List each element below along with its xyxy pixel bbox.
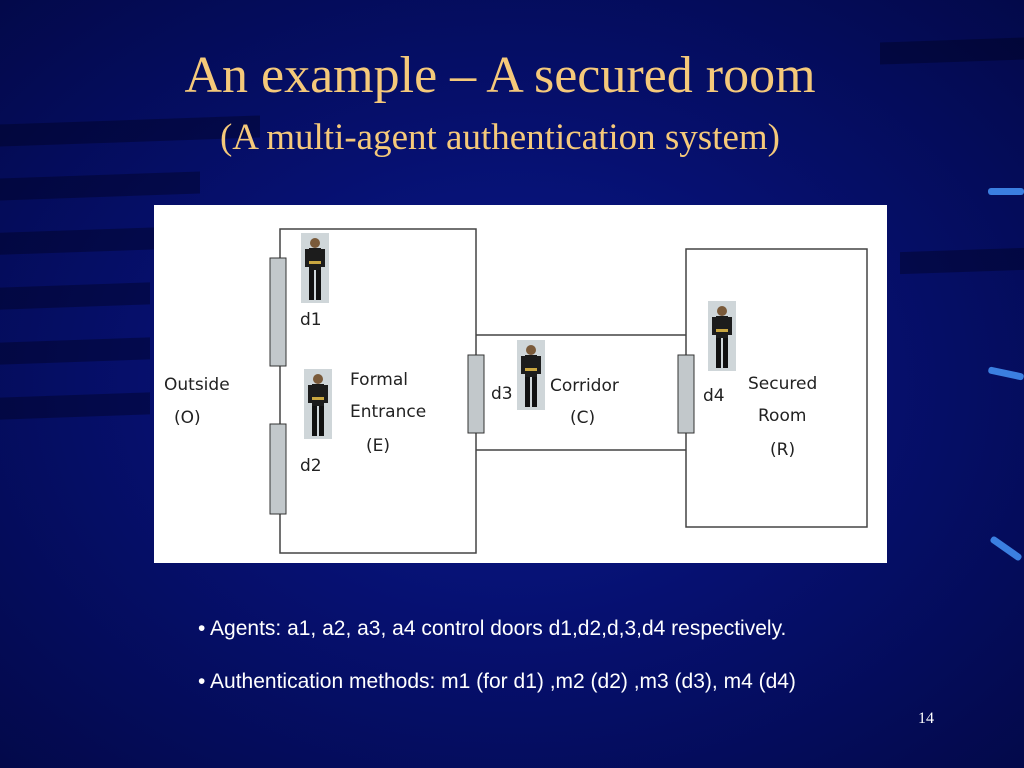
decorative-dash <box>987 366 1024 381</box>
door-label-d1: d1 <box>300 310 322 330</box>
door-label-d3: d3 <box>491 384 513 404</box>
corridor-label: Corridor <box>550 376 619 396</box>
outside-label: Outside <box>164 375 230 395</box>
room-label: Secured <box>748 374 817 394</box>
entrance-label-2: Entrance <box>350 402 426 422</box>
door-d4 <box>677 354 695 434</box>
bullet-list: • Agents: a1, a2, a3, a4 control doors d… <box>198 612 878 718</box>
background-stripe <box>0 392 150 420</box>
room-label-2: Room <box>758 406 806 426</box>
background-stripe <box>0 337 150 365</box>
corridor-code: (C) <box>570 408 595 428</box>
room-code: (R) <box>770 440 795 460</box>
door-d3 <box>467 354 485 434</box>
slide-title: An example – A secured room <box>184 47 816 104</box>
decorative-dash <box>988 188 1024 195</box>
door-label-d2: d2 <box>300 456 322 476</box>
background-stripe <box>900 247 1024 275</box>
door-d2 <box>269 423 287 515</box>
guard-icon <box>517 340 545 410</box>
slide-subtitle: (A multi-agent authentication system) <box>219 117 780 158</box>
background-stripe <box>0 227 160 255</box>
door-label-d4: d4 <box>703 386 725 406</box>
guard-icon <box>301 233 329 303</box>
secured-room-diagram: Outside (O) Formal Entrance (E) Corridor… <box>154 205 887 563</box>
secured-room-box <box>685 248 868 528</box>
bullet-agents: • Agents: a1, a2, a3, a4 control doors d… <box>198 617 787 640</box>
bullet-auth-methods: • Authentication methods: m1 (for d1) ,m… <box>198 670 796 693</box>
outside-code: (O) <box>174 408 201 428</box>
page-number: 14 <box>918 710 934 727</box>
background-stripe <box>0 282 150 310</box>
entrance-code: (E) <box>366 436 390 456</box>
entrance-label: Formal <box>350 370 408 390</box>
decorative-dash <box>989 535 1023 562</box>
guard-icon <box>708 301 736 371</box>
background-stripe <box>0 171 200 201</box>
guard-icon <box>304 369 332 439</box>
door-d1 <box>269 257 287 367</box>
diagram-svg: Outside (O) Formal Entrance (E) Corridor… <box>164 228 868 554</box>
